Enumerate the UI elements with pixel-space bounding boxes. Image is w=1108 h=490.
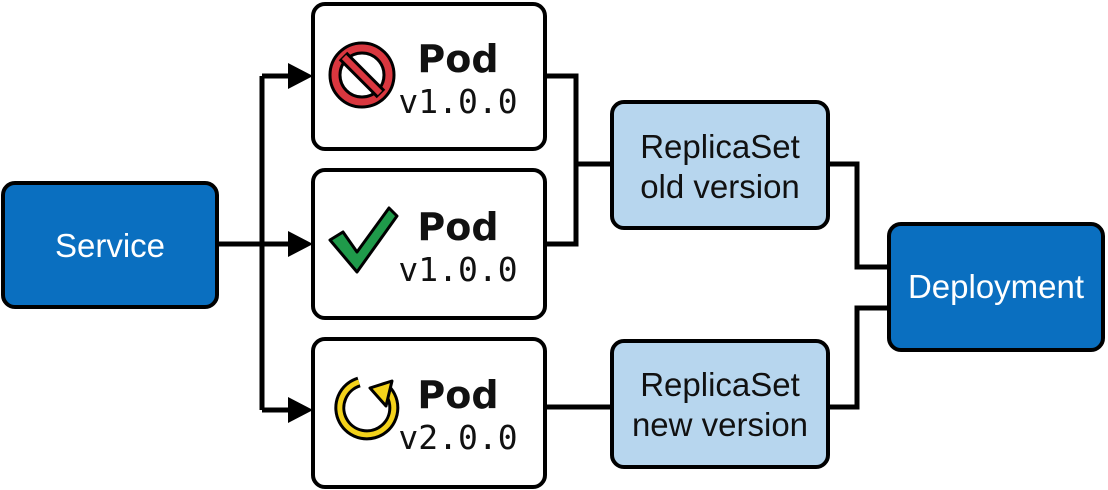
replicaset-label-line1: ReplicaSet: [640, 128, 800, 165]
connector-arrows: [288, 63, 313, 423]
replicaset-label-line2: old version: [640, 168, 800, 205]
pod-node-2[interactable]: Pod v1.0.0: [311, 168, 547, 320]
replicaset-box: [610, 100, 830, 230]
pod-version: v1.0.0: [398, 250, 517, 289]
service-label: Service: [55, 227, 165, 264]
replicaset-label-line1: ReplicaSet: [640, 366, 800, 403]
replicaset-connectors: [545, 73, 889, 410]
replicaset-label-line2: new version: [632, 406, 808, 443]
pod-version: v2.0.0: [398, 418, 517, 457]
arrowhead-pod-2: [288, 231, 313, 257]
deployment-node[interactable]: Deployment: [887, 222, 1105, 352]
pod-box: [311, 2, 547, 151]
checkmark-icon: [328, 206, 399, 274]
replicaset-new-node[interactable]: ReplicaSet new version: [610, 339, 830, 469]
service-to-pods-connector: [217, 73, 292, 413]
pod-box: [311, 337, 547, 489]
pod-title: Pod: [417, 205, 498, 249]
replicaset-box: [610, 339, 830, 469]
service-box: [1, 181, 219, 309]
arrowhead-pod-3: [288, 397, 313, 423]
connectors: [217, 73, 292, 413]
old-replicaset-connector: [545, 73, 612, 247]
arrowhead-pod-1: [288, 63, 313, 89]
pod-version: v1.0.0: [398, 82, 517, 121]
service-node[interactable]: Service: [1, 181, 219, 309]
pod-node-3[interactable]: Pod v2.0.0: [311, 337, 547, 489]
pod-title: Pod: [417, 373, 498, 417]
deployment-label: Deployment: [908, 268, 1084, 305]
pod-node-1[interactable]: Pod v1.0.0: [311, 2, 547, 151]
refresh-icon: [334, 376, 400, 441]
prohibited-icon: [328, 41, 396, 109]
pod-box: [311, 168, 547, 320]
pod-title: Pod: [417, 37, 498, 81]
replicaset-old-node[interactable]: ReplicaSet old version: [610, 100, 830, 230]
deployment-connector: [828, 161, 889, 410]
deployment-box: [887, 222, 1105, 352]
